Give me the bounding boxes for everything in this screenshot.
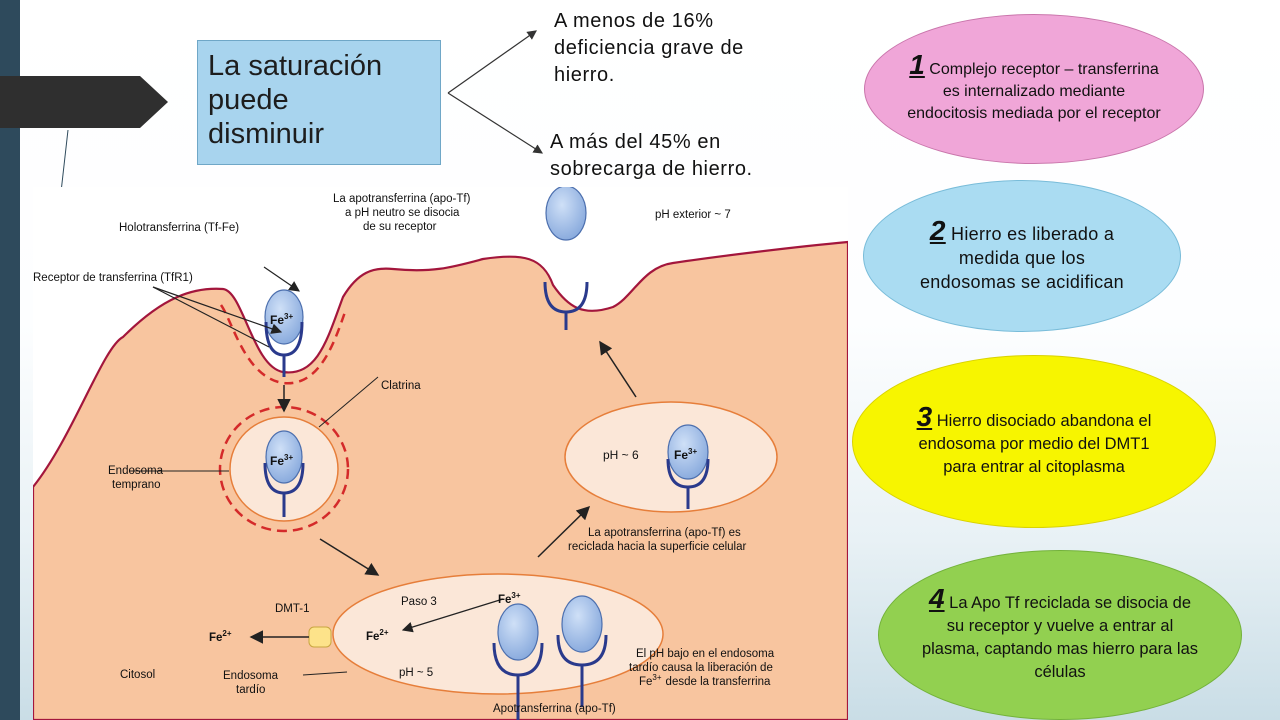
early-endosome: Fe3+ [218,405,350,533]
label-citosol: Citosol [120,669,155,681]
step-oval-1: 1 Complejo receptor – transferrina es in… [864,14,1204,164]
note-low-line-2: deficiencia grave de [554,37,744,59]
svg-text:Fe3+: Fe3+ [270,453,293,468]
svg-text:Fe2+: Fe2+ [209,629,232,644]
dmt1-channel [308,626,332,648]
label-clatrina: Clatrina [381,380,421,392]
late-endosome [308,573,664,720]
label-ph-exterior: pH exterior ~ 7 [655,209,731,221]
label-low-ph-2: tardío causa la liberación de [629,662,773,674]
label-paso3: Paso 3 [401,596,437,608]
svg-text:Fe3+: Fe3+ [270,312,293,327]
svg-text:Fe3+desde la transferrina: Fe3+desde la transferrina [639,673,771,688]
label-early-endosome-2: temprano [112,479,161,491]
recycling-endosome: Fe3+ pH ~ 6 [564,401,778,513]
note-high-line-1: A más del 45% en [550,131,721,153]
label-recycle-1: La apotransferrina (apo-Tf) es [588,527,741,539]
note-low-line-1: A menos de 16% [554,10,714,32]
empty-receptor-top [543,281,589,330]
note-low-saturation: A menos de 16% deficiencia grave de hier… [554,8,814,89]
label-low-ph-1: El pH bajo en el endosoma [636,648,775,660]
title-line-2: puede [208,84,289,116]
label-late-endosome-2: tardío [236,684,265,696]
note-high-line-2: sobrecarga de hierro. [550,158,753,180]
label-dmt1: DMT-1 [275,603,310,615]
label-apo-neutral-3: de su receptor [363,221,437,233]
label-early-endosome-1: Endosoma [108,465,164,477]
step-text-2: Hierro es liberado a medida que los endo… [919,223,1124,292]
note-low-line-3: hierro. [554,64,615,86]
step-text-4: La Apo Tf reciclada se disocia de su rec… [921,593,1199,681]
label-holotransferrin: Holotransferrina (Tf-Fe) [119,222,239,234]
label-apo-neutral-1: La apotransferrina (apo-Tf) [333,193,471,205]
step-oval-3: 3 Hierro disociado abandona el endosoma … [852,355,1216,528]
diagram-labels: La apotransferrina (apo-Tf) a pH neutro … [33,193,775,715]
step-oval-4: 4 La Apo Tf reciclada se disocia de su r… [878,550,1242,720]
step-number-3: 3 [916,400,933,432]
step-number-4: 4 [928,582,945,614]
flow-arrows [129,266,637,676]
clathrin-pit [219,304,347,385]
branch-arrows [447,30,544,154]
note-high-saturation: A más del 45% en sobrecarga de hierro. [550,129,820,183]
arrow-tab-shape [0,76,168,128]
free-apotransferrin [545,187,587,241]
svg-text:Fe2+: Fe2+ [366,628,389,643]
label-recycle-2: reciclada hacia la superficie celular [568,541,747,553]
step-text-1: Complejo receptor – transferrina es inte… [907,60,1161,122]
svg-text:Fe3+: Fe3+ [674,447,697,462]
cell-membrane [33,240,848,720]
svg-text:Fe3+: Fe3+ [498,591,521,606]
step-text-3: Hierro disociado abandona el endosoma po… [918,411,1152,476]
step-oval-2: 2 Hierro es liberado a medida que los en… [863,180,1181,332]
label-apotransferrina: Apotransferrina (apo-Tf) [493,703,616,715]
title-line-1: La saturación [208,50,383,82]
step-number-2: 2 [929,214,946,246]
title-box: La saturación puede disminuir [197,40,441,165]
label-late-endosome-1: Endosoma [223,670,279,682]
label-ph5: pH ~ 5 [399,667,433,679]
title-line-3: disminuir [208,118,325,150]
label-apo-neutral-2: a pH neutro se disocia [345,207,460,219]
iron-cycle-diagram: Fe3+ Fe3+ Fe3+ pH ~ 6 [33,187,848,720]
ph6-label: pH ~ 6 [603,448,639,462]
label-receptor: Receptor de transferrina (TfR1) [33,272,193,284]
step-number-1: 1 [909,48,925,80]
left-accent-strip [0,0,20,720]
